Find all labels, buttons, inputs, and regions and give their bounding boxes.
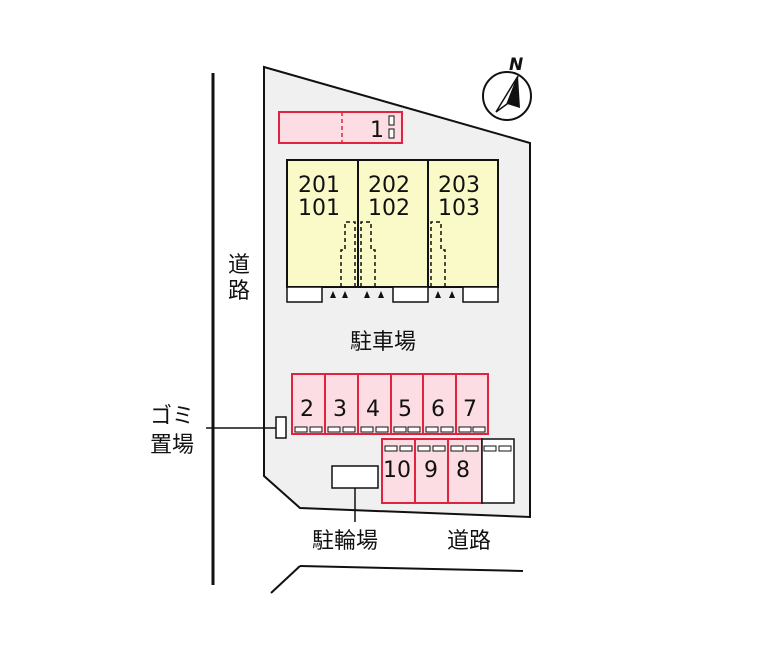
parking-space-7-label: 7 — [463, 397, 477, 422]
entrance-arrow-icon — [378, 291, 384, 298]
unit-201-label: 201 — [298, 173, 340, 198]
svg-text:路: 路 — [228, 279, 250, 304]
parking-space-4-label: 4 — [366, 397, 380, 422]
svg-text:ゴミ: ゴミ — [150, 404, 194, 429]
bicycle-parking-label: 駐輪場 — [312, 529, 378, 554]
parking-space-10-label: 10 — [383, 458, 411, 483]
parking-row-2: 10 9 8 — [381, 438, 515, 504]
building: 201 101 202 102 203 103 — [286, 159, 499, 288]
road-left-label: 道 路 — [228, 253, 250, 304]
unit-101-label: 101 — [298, 196, 340, 221]
parking-space-8-label: 8 — [456, 458, 470, 483]
garbage-area — [275, 416, 287, 439]
parking-space-5-label: 5 — [398, 397, 412, 422]
parking-row-1: 2 3 4 5 6 7 — [291, 373, 489, 435]
entrance-arrow-icon — [330, 291, 336, 298]
entrance-arrow-icon — [449, 291, 455, 298]
unit-102-label: 102 — [368, 196, 410, 221]
parking-lot-label: 駐車場 — [350, 330, 416, 355]
entrance-arrow-icon — [364, 291, 370, 298]
road-bottom-label: 道路 — [447, 529, 491, 554]
parking-space-9-label: 9 — [424, 458, 438, 483]
parking-space-1: 1 — [278, 111, 403, 144]
building-entrances — [286, 286, 499, 303]
svg-text:道: 道 — [228, 253, 250, 278]
unit-103-label: 103 — [438, 196, 480, 221]
garbage-label: ゴミ 置場 — [150, 404, 194, 458]
road-bottom-line — [299, 565, 524, 572]
parking-space-2-label: 2 — [300, 397, 314, 422]
bicycle-parking — [331, 465, 379, 489]
unit-203-label: 203 — [438, 173, 480, 198]
parking-space-6-label: 6 — [431, 397, 445, 422]
svg-text:置場: 置場 — [150, 433, 194, 458]
unit-202-label: 202 — [368, 173, 410, 198]
compass-north-label: N — [509, 55, 523, 75]
compass-icon: N — [482, 55, 532, 121]
parking-space-3-label: 3 — [333, 397, 347, 422]
parking-space-1-label: 1 — [370, 118, 384, 143]
entrance-arrow-icon — [342, 291, 348, 298]
entrance-arrow-icon — [435, 291, 441, 298]
road-bottom-curve — [270, 565, 301, 594]
